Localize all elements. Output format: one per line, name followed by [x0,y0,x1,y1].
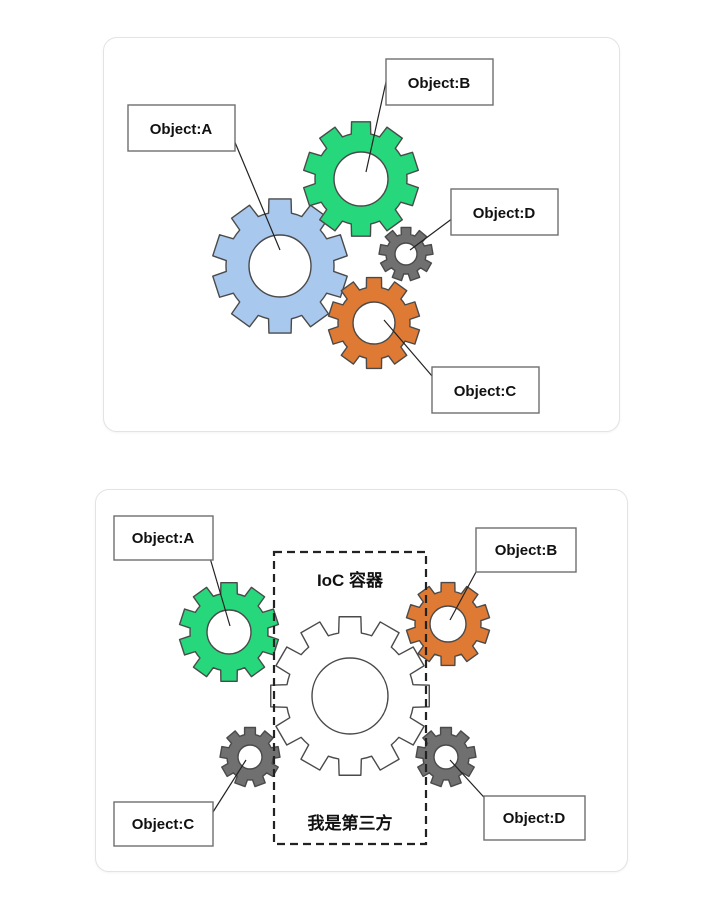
gear-object-d [378,226,434,282]
svg-text:Object:D: Object:D [503,810,566,827]
gear-object-a-bottom [178,581,280,683]
label-object-d-bottom: Object:D [483,795,586,841]
svg-text:Object:B: Object:B [408,75,471,92]
svg-text:Object:C: Object:C [454,383,517,400]
gear-object-b-hole [333,151,389,207]
svg-text:Object:A: Object:A [150,121,213,138]
gear-object-b-bottom [405,581,491,667]
gear-object-d-hole [394,242,418,266]
gear-object-b-bottom-hole [429,605,467,643]
leader-object-b-bottom [449,571,477,621]
leader-object-b [365,81,387,173]
svg-text:Object:A: Object:A [132,530,195,547]
leader-object-c [383,319,433,377]
gear-object-c-hole [352,301,396,345]
ioc-container-box [272,550,428,846]
gear-object-c-bottom [219,726,281,788]
leader-object-a-bottom [209,557,231,627]
top-diagram: Object:A Object:B Object:D Object:C [127,58,559,414]
label-object-a-bottom: Object:A [113,515,214,561]
gear-object-c [327,276,421,370]
svg-text:Object:C: Object:C [132,816,195,833]
gear-object-b [302,121,420,237]
label-object-d: Object:D [450,188,559,236]
gear-object-c-bottom-hole [237,744,263,770]
ioc-container-subtitle: 我是第三方 [308,813,393,833]
leader-object-c-bottom [212,759,247,813]
svg-text:Object:D: Object:D [473,205,536,222]
label-object-b-bottom: Object:B [475,527,577,573]
label-object-b: Object:B [385,58,494,106]
bottom-diagram: IoC 容器 我是第三方 Object:A Object:B Object:C … [113,515,586,847]
svg-text:Object:B: Object:B [495,542,558,559]
ioc-container-title: IoC 容器 [317,570,384,590]
leader-object-d [409,217,454,251]
gear-ioc-container [270,616,430,776]
label-object-c: Object:C [431,366,540,414]
gear-ioc-container-hole [311,657,389,735]
gear-object-a-bottom-hole [206,609,252,655]
label-object-a: Object:A [127,104,236,152]
gear-object-a-hole [248,234,312,298]
label-object-c-bottom: Object:C [113,801,214,847]
gear-object-a [212,198,348,334]
leader-object-a [233,139,281,251]
